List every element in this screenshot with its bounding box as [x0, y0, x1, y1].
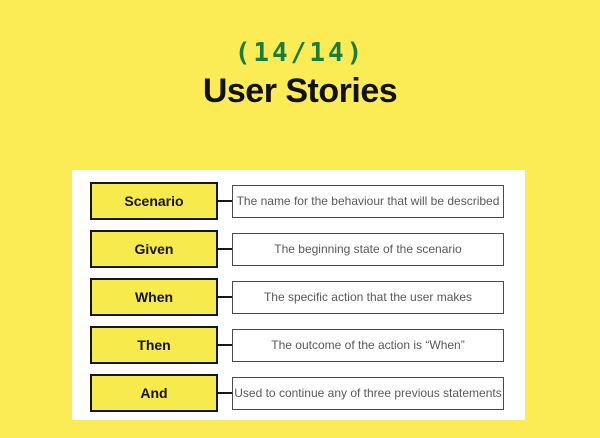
keyword-box: Then	[90, 326, 218, 364]
diagram-row: And Used to continue any of three previo…	[90, 374, 504, 412]
description-box: Used to continue any of three previous s…	[232, 376, 504, 410]
slide: (14/14) User Stories Scenario The name f…	[0, 38, 600, 420]
connector-line	[218, 296, 232, 298]
connector-line	[218, 392, 232, 394]
keyword-box: Given	[90, 230, 218, 268]
connector-line	[218, 344, 232, 346]
connector-line	[218, 248, 232, 250]
diagram-row: Scenario The name for the behaviour that…	[90, 182, 504, 220]
diagram-row: When The specific action that the user m…	[90, 278, 504, 316]
diagram-row: Given The beginning state of the scenari…	[90, 230, 504, 268]
diagram-row: Then The outcome of the action is “When”	[90, 326, 504, 364]
description-box: The beginning state of the scenario	[232, 232, 504, 266]
description-box: The name for the behaviour that will be …	[232, 184, 504, 218]
description-box: The outcome of the action is “When”	[232, 328, 504, 362]
slide-counter: (14/14)	[234, 38, 366, 68]
keyword-box: Scenario	[90, 182, 218, 220]
keyword-box: When	[90, 278, 218, 316]
description-box: The specific action that the user makes	[232, 280, 504, 314]
diagram-panel: Scenario The name for the behaviour that…	[72, 170, 525, 420]
keyword-box: And	[90, 374, 218, 412]
page-title: User Stories	[202, 72, 398, 110]
connector-line	[218, 200, 232, 202]
